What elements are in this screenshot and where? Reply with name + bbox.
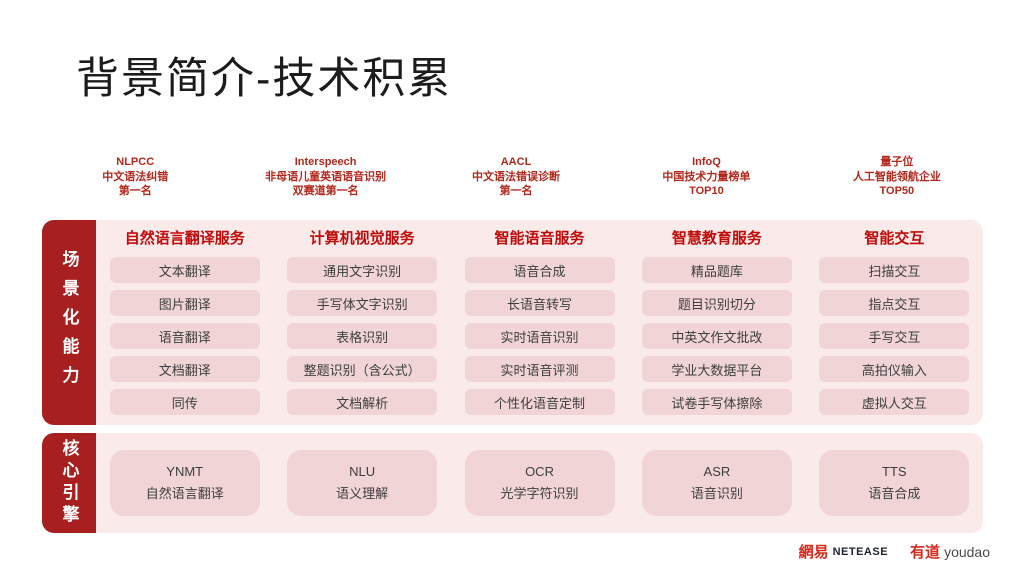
netease-logo-en: NETEASE [832, 545, 889, 558]
capability-item: 整题识别（含公式） [287, 356, 438, 382]
column-items: 通用文字识别 手写体文字识别 表格识别 整题识别（含公式） 文档解析 [287, 257, 438, 415]
award-line: Interspeech [294, 156, 357, 168]
capability-item: 实时语音评测 [464, 356, 615, 382]
column-header: 智慧教育服务 [671, 230, 762, 247]
awards-row: NLPCC 中文语法纠错 第一名 Interspeech 非母语儿童英语语音识别… [40, 155, 992, 199]
award-line: 双赛道第一名 [292, 185, 359, 197]
page-title: 背景简介-技术积累 [76, 55, 453, 103]
award-line: TOP50 [879, 185, 915, 197]
award-aacl: AACL 中文语法错误诊断 第一名 [421, 155, 611, 199]
award-line: 人工智能领航企业 [852, 170, 941, 183]
core-engine-body: YNMT 自然语言翻译 NLU 语义理解 OCR 光学字符识别 ASR 语音识别 [96, 433, 983, 533]
award-line: AACL [500, 156, 532, 168]
award-nlpcc: NLPCC 中文语法纠错 第一名 [40, 155, 230, 199]
engine-card: TTS 语音合成 [819, 450, 970, 516]
capability-item: 语音翻译 [109, 323, 260, 349]
capability-item: 题目识别切分 [641, 290, 792, 316]
award-line: NLPCC [116, 156, 155, 168]
capability-item: 文档翻译 [109, 356, 260, 382]
scene-capability-label: 场景化能力 [42, 220, 96, 425]
engine-card: ASR 语音识别 [641, 450, 792, 516]
engine-desc: 光学字符识别 [500, 486, 579, 501]
award-line: 中文语法纠错 [102, 170, 169, 183]
capability-item: 学业大数据平台 [641, 356, 792, 382]
capability-item: 文本翻译 [109, 257, 260, 283]
engine-name: TTS [882, 464, 907, 479]
engine-card: YNMT 自然语言翻译 [109, 450, 260, 516]
capability-item: 虚拟人交互 [819, 389, 970, 415]
core-engine-panel: 核心引擎 YNMT 自然语言翻译 NLU 语义理解 OCR 光学字符识别 ASR… [42, 433, 983, 533]
engine-name: YNMT [166, 464, 204, 479]
column-smart-interaction: 智能交互 扫描交互 指点交互 手写交互 高拍仪输入 虚拟人交互 [806, 220, 983, 425]
capability-item: 精品题库 [641, 257, 792, 283]
engine-col-asr: ASR 语音识别 [628, 450, 805, 516]
column-items: 精品题库 题目识别切分 中英文作文批改 学业大数据平台 试卷手写体擦除 [641, 257, 792, 415]
column-smart-voice: 智能语音服务 语音合成 长语音转写 实时语音识别 实时语音评测 个性化语音定制 [451, 220, 628, 425]
capability-item: 高拍仪输入 [819, 356, 970, 382]
capability-item: 文档解析 [287, 389, 438, 415]
award-line: 第一名 [118, 185, 152, 197]
netease-logo: 網易 NETEASE [799, 541, 888, 562]
award-line: 量子位 [880, 156, 914, 168]
engine-desc: 语音识别 [690, 486, 743, 501]
award-line: 中国技术力量榜单 [662, 170, 751, 183]
column-items: 扫描交互 指点交互 手写交互 高拍仪输入 虚拟人交互 [819, 257, 970, 415]
capability-item: 长语音转写 [464, 290, 615, 316]
column-items: 语音合成 长语音转写 实时语音识别 实时语音评测 个性化语音定制 [464, 257, 615, 415]
award-line: 第一名 [499, 185, 533, 197]
engine-desc: 语义理解 [336, 486, 389, 501]
scene-capability-body: 自然语言翻译服务 文本翻译 图片翻译 语音翻译 文档翻译 同传 计算机视觉服务 … [96, 220, 983, 425]
award-line: InfoQ [692, 156, 721, 168]
scene-capability-panel: 场景化能力 自然语言翻译服务 文本翻译 图片翻译 语音翻译 文档翻译 同传 计算… [42, 220, 983, 425]
engine-col-ynmt: YNMT 自然语言翻译 [96, 450, 273, 516]
capability-item: 语音合成 [464, 257, 615, 283]
capability-item: 扫描交互 [819, 257, 970, 283]
capability-item: 通用文字识别 [287, 257, 438, 283]
column-header: 智能语音服务 [494, 230, 585, 247]
engine-col-tts: TTS 语音合成 [806, 450, 983, 516]
column-header: 计算机视觉服务 [309, 230, 415, 247]
capability-item: 手写体文字识别 [287, 290, 438, 316]
footer-logos: 網易 NETEASE 有道 youdao [799, 541, 990, 562]
engine-card: OCR 光学字符识别 [464, 450, 615, 516]
award-line: 非母语儿童英语语音识别 [265, 170, 387, 183]
column-header: 自然语言翻译服务 [124, 230, 245, 247]
engine-name: NLU [349, 464, 376, 479]
engine-name: ASR [703, 464, 731, 479]
capability-item: 表格识别 [287, 323, 438, 349]
core-engine-label: 核心引擎 [42, 433, 96, 533]
award-infoq: InfoQ 中国技术力量榜单 TOP10 [611, 155, 801, 199]
netease-logo-cn: 網易 [798, 545, 829, 561]
capability-item: 个性化语音定制 [464, 389, 615, 415]
award-line: 中文语法错误诊断 [472, 170, 561, 183]
youdao-logo: 有道 youdao [910, 541, 990, 562]
capability-item: 图片翻译 [109, 290, 260, 316]
youdao-logo-en: youdao [944, 543, 990, 560]
engine-desc: 自然语言翻译 [145, 486, 224, 501]
award-line: TOP10 [689, 185, 724, 197]
capability-item: 中英文作文批改 [641, 323, 792, 349]
engine-col-nlu: NLU 语义理解 [273, 450, 450, 516]
column-items: 文本翻译 图片翻译 语音翻译 文档翻译 同传 [109, 257, 260, 415]
engine-name: OCR [525, 464, 554, 479]
capability-item: 实时语音识别 [464, 323, 615, 349]
engine-col-ocr: OCR 光学字符识别 [451, 450, 628, 516]
column-smart-education: 智慧教育服务 精品题库 题目识别切分 中英文作文批改 学业大数据平台 试卷手写体… [628, 220, 805, 425]
capability-item: 指点交互 [819, 290, 970, 316]
capability-item: 同传 [109, 389, 260, 415]
column-computer-vision: 计算机视觉服务 通用文字识别 手写体文字识别 表格识别 整题识别（含公式） 文档… [273, 220, 450, 425]
column-nlp-translation: 自然语言翻译服务 文本翻译 图片翻译 语音翻译 文档翻译 同传 [96, 220, 273, 425]
youdao-logo-cn: 有道 [910, 544, 941, 561]
engine-desc: 语音合成 [868, 486, 921, 501]
award-interspeech: Interspeech 非母语儿童英语语音识别 双赛道第一名 [230, 155, 420, 199]
award-qbit: 量子位 人工智能领航企业 TOP50 [802, 155, 992, 199]
capability-item: 试卷手写体擦除 [641, 389, 792, 415]
column-header: 智能交互 [864, 230, 925, 247]
engine-card: NLU 语义理解 [287, 450, 438, 516]
capability-item: 手写交互 [819, 323, 970, 349]
